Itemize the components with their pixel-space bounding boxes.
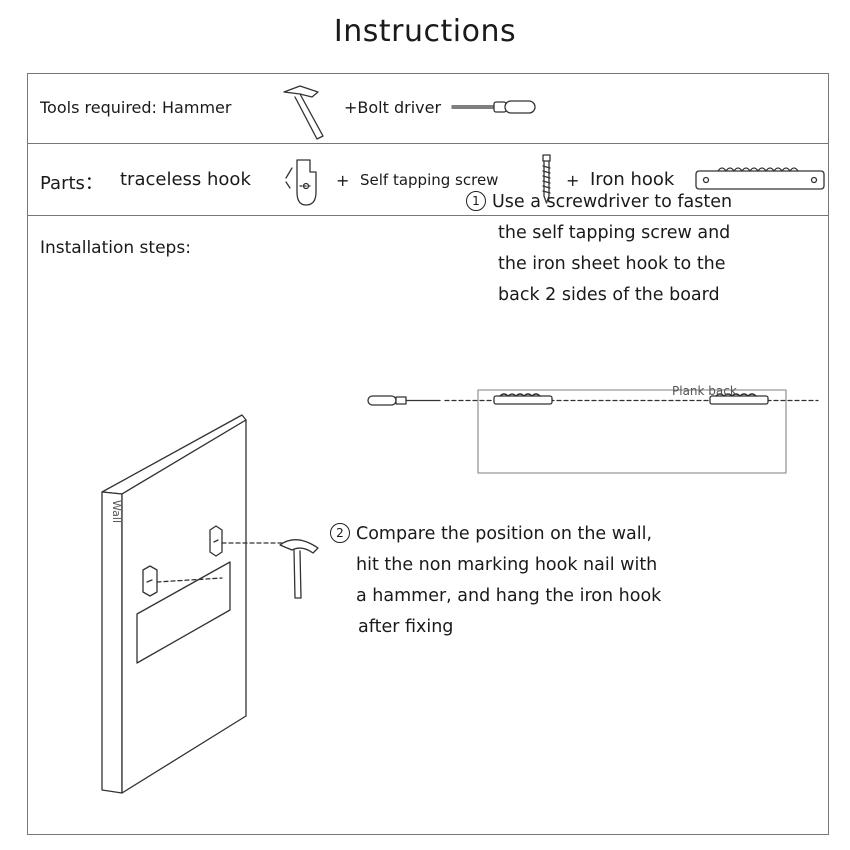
step-number: 2 bbox=[330, 523, 350, 543]
plus-sign: + bbox=[566, 171, 580, 190]
parts-row: Parts： traceless hook + Self tapping scr… bbox=[28, 144, 828, 216]
hammer-icon bbox=[279, 539, 319, 599]
iron-hook-icon bbox=[709, 393, 769, 405]
step-1-line: Use a screwdriver to fasten bbox=[492, 192, 733, 212]
plank-back-label: Plank back bbox=[672, 384, 737, 398]
guide-line bbox=[156, 577, 223, 583]
tools-label: Tools required: Hammer bbox=[40, 98, 232, 117]
parts-label: Parts： bbox=[40, 173, 103, 194]
step-2-line: Compare the position on the wall, bbox=[356, 524, 653, 544]
instructions-frame: Tools required: Hammer +Bolt driver Part… bbox=[27, 73, 829, 835]
step-2-line: hit the non marking hook nail with bbox=[356, 555, 658, 575]
installation-heading: Installation steps: bbox=[40, 238, 191, 258]
step-2-line: after fixing bbox=[358, 617, 454, 637]
iron-hook-icon bbox=[695, 167, 825, 190]
step-number: 1 bbox=[466, 191, 486, 211]
step-1-line: back 2 sides of the board bbox=[498, 285, 720, 305]
tools-row: Tools required: Hammer +Bolt driver bbox=[28, 74, 828, 144]
step-1-line: the self tapping screw and bbox=[498, 223, 731, 243]
iron-hook-icon bbox=[493, 393, 553, 405]
step-1-line: the iron sheet hook to the bbox=[498, 254, 726, 274]
plank-back bbox=[477, 389, 787, 474]
wall-illustration bbox=[101, 414, 247, 794]
plus-sign: + bbox=[336, 171, 350, 190]
self-tapping-screw-label: Self tapping screw bbox=[360, 171, 499, 189]
step-2-line: a hammer, and hang the iron hook bbox=[356, 586, 662, 606]
screwdriver-icon bbox=[367, 395, 441, 406]
page-title: Instructions bbox=[333, 14, 517, 49]
traceless-hook-icon bbox=[285, 159, 317, 206]
traceless-hook-icon bbox=[209, 525, 223, 557]
wall-label: Wall bbox=[110, 500, 123, 524]
screwdriver-icon bbox=[451, 100, 536, 114]
hammer-icon bbox=[283, 85, 324, 140]
iron-hook-label: Iron hook bbox=[590, 169, 675, 190]
step-2: 2 Compare the position on the wall, hit t… bbox=[330, 519, 661, 643]
traceless-hook-label: traceless hook bbox=[120, 169, 251, 190]
step-1: 1 Use a screwdriver to fasten the self ta… bbox=[466, 187, 732, 311]
bolt-driver-label: +Bolt driver bbox=[344, 98, 442, 117]
screw-icon bbox=[542, 154, 551, 204]
traceless-hook-icon bbox=[142, 565, 158, 597]
